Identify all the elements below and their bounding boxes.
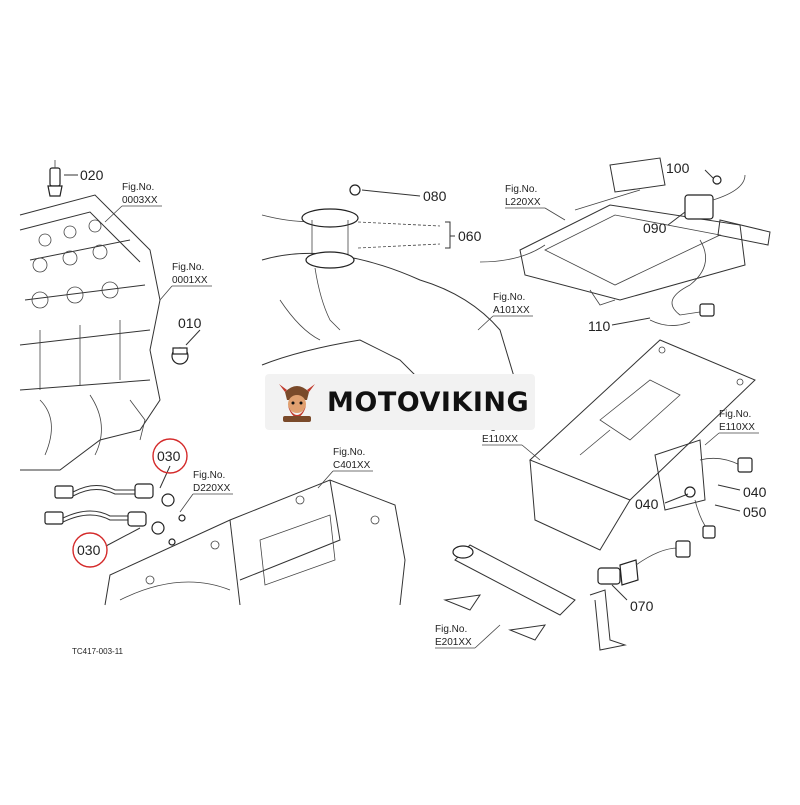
viking-mascot-icon [279,384,315,422]
shift-plate [529,339,756,551]
fig-c401xx-code: C401XX [333,460,371,471]
fig-l220xx-label: Fig.No. [505,184,537,195]
callout-020: 020 [80,167,104,183]
pedal-shaft [443,544,627,651]
transmission-housing [104,479,406,606]
switch-070-drawing [597,540,691,586]
logo-text: MOTOVIKING [327,386,530,418]
callout-040-right: 040 [743,484,767,500]
fig-d220xx-label: Fig.No. [193,470,225,481]
fig-a101xx-code: A101XX [493,305,530,316]
seat-bracket [479,157,771,306]
fig-a101xx-label: Fig.No. [493,292,525,303]
fig-e110xx-right-label: Fig.No. [719,409,751,420]
harness-110-drawing [649,239,715,326]
fig-0001xx-code: 0001XX [172,275,208,286]
callout-030-bottom: 030 [77,542,101,558]
callout-110: 110 [588,318,611,334]
switch-010-drawing [171,329,201,365]
motoviking-logo-banner: MOTOVIKING [265,374,535,430]
callout-080: 080 [423,188,447,204]
fig-0003xx-label: Fig.No. [122,182,154,193]
callout-100: 100 [666,160,690,176]
sensor-020-drawing [47,160,78,197]
fig-d220xx-code: D220XX [193,483,231,494]
callout-030-top: 030 [157,448,181,464]
fig-e201xx-label: Fig.No. [435,624,467,635]
fuel-tank [261,214,516,381]
callout-090: 090 [643,220,667,236]
highlight-ring-030-top [152,438,188,474]
callout-050: 050 [743,504,767,520]
drawing-id: TC417-003-11 [72,647,124,656]
fig-e201xx-code: E201XX [435,637,472,648]
switch-090-drawing [684,174,746,220]
fig-e110xx-left-code: E110XX [482,434,518,445]
switch-040-drawing [654,439,753,539]
fig-c401xx-label: Fig.No. [333,447,365,458]
fig-e110xx-right-code: E110XX [719,422,755,433]
fuel-sender-060-drawing [301,184,361,331]
highlight-ring-030-bottom [72,532,108,568]
fig-l220xx-code: L220XX [505,197,541,208]
callout-040-left: 040 [635,496,659,512]
harness-030-drawing [44,465,186,547]
fig-0003xx-code: 0003XX [122,195,158,206]
callout-060: 060 [458,228,482,244]
callout-070: 070 [630,598,654,614]
callout-010: 010 [178,315,202,331]
engine-block [19,194,161,471]
fig-0001xx-label: Fig.No. [172,262,204,273]
